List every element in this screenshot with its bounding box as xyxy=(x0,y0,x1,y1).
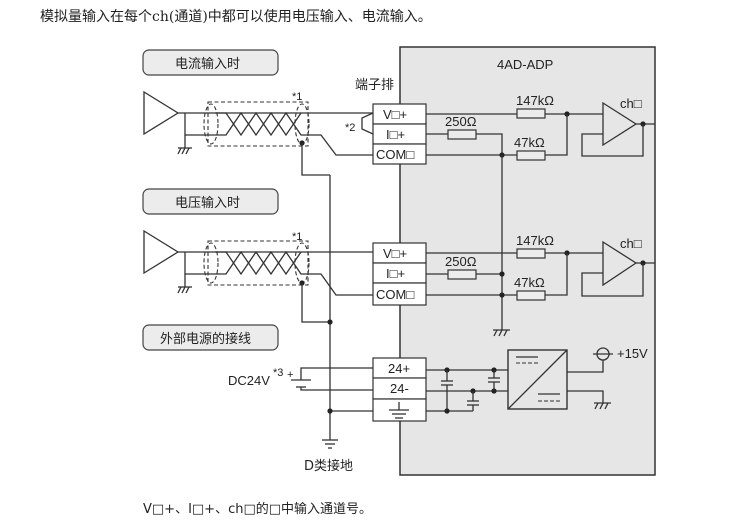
section-power: 外部电源的接线 xyxy=(142,324,279,351)
jumper-icon xyxy=(361,112,374,135)
note-marker: *3 xyxy=(273,367,283,379)
dc-dc-converter-icon xyxy=(507,349,568,410)
supply-voltage-label: DC24V xyxy=(228,373,270,388)
note-marker: *1 xyxy=(292,231,302,243)
resistor-label: 47kΩ xyxy=(514,135,545,150)
note-marker: *1 xyxy=(292,91,302,103)
ground-icon xyxy=(594,402,611,410)
plus-sign: + xyxy=(287,369,293,381)
terminal-i: I□+ xyxy=(386,266,405,281)
output-voltage-label: +15V xyxy=(617,346,648,361)
resistor-label: 250Ω xyxy=(445,114,477,129)
resistor-icon xyxy=(516,150,546,161)
signal-source-icon xyxy=(143,229,180,275)
channel-label: ch□ xyxy=(620,236,642,251)
ground-icon xyxy=(177,274,192,294)
footer-note: V□+、I□+、ch□的□中输入通道号。 xyxy=(143,502,373,517)
capacitor-icon xyxy=(488,367,500,394)
intro-text: 模拟量输入在每个ch(通道)中都可以使用电压输入、电流输入。 xyxy=(40,9,432,25)
resistor-label: 147kΩ xyxy=(516,93,554,108)
terminal-com: COM□ xyxy=(376,147,414,162)
power-circuit: DC24V *3 + D类接地 24+ 24- xyxy=(228,346,648,474)
module-name: 4AD-ADP xyxy=(497,57,553,72)
resistor-label: 47kΩ xyxy=(514,275,545,290)
ground-icon xyxy=(177,135,192,155)
terminal-block-label: 端子排 xyxy=(355,78,394,93)
terminal-com: COM□ xyxy=(376,287,414,302)
resistor-label: 250Ω xyxy=(445,254,477,269)
terminal-i: I□+ xyxy=(386,127,405,142)
resistor-icon xyxy=(447,129,477,140)
terminal-fg-ground-icon xyxy=(389,402,409,419)
signal-source-icon xyxy=(143,90,180,136)
resistor-icon xyxy=(516,108,546,119)
resistor-icon xyxy=(516,248,546,259)
section-title: 外部电源的接线 xyxy=(160,331,251,347)
resistor-icon xyxy=(516,290,546,301)
resistor-icon xyxy=(447,269,477,280)
capacitor-icon xyxy=(441,367,453,414)
ground-label: D类接地 xyxy=(304,458,353,474)
battery-icon xyxy=(291,367,373,391)
terminal-v: V□+ xyxy=(383,107,407,122)
section-current: 电流输入时 xyxy=(142,49,279,76)
terminal-24plus: 24+ xyxy=(388,361,410,376)
output-terminal-icon xyxy=(593,347,613,361)
amplifier-icon xyxy=(602,240,638,287)
section-voltage: 电压输入时 xyxy=(142,188,279,215)
section-title: 电流输入时 xyxy=(175,56,240,72)
resistor-label: 147kΩ xyxy=(516,233,554,248)
note-marker: *2 xyxy=(345,122,355,134)
amplifier-icon xyxy=(602,101,638,147)
channel-label: ch□ xyxy=(620,96,642,111)
voltage-input-circuit: *1 V□+ I□+ COM□ 147kΩ 250Ω 47kΩ ch□ xyxy=(143,229,655,337)
current-input-circuit: *1 *2 V□+ I□+ COM□ 147kΩ 250Ω 47kΩ ch□ xyxy=(143,90,655,330)
section-title: 电压输入时 xyxy=(175,195,240,211)
capacitor-icon xyxy=(467,388,479,411)
terminal-v: V□+ xyxy=(383,246,407,261)
ground-icon xyxy=(493,329,510,337)
terminal-24minus: 24- xyxy=(390,381,409,396)
module-box xyxy=(399,46,656,476)
ground-icon xyxy=(322,439,338,449)
